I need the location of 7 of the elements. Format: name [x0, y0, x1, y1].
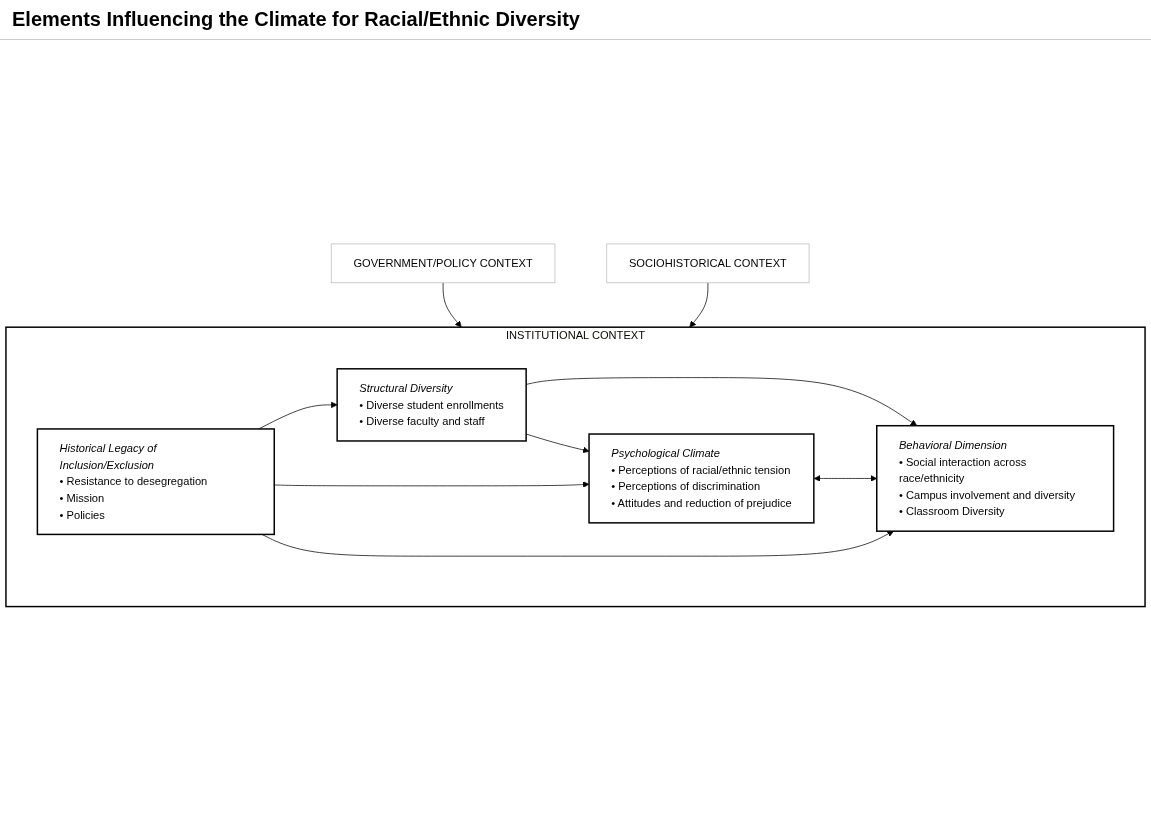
node-box: Psychological Climate • Perceptions of racial/ethnic tension • Perceptions of discrimination • Attitudes and reduction of prejudice: [588, 433, 815, 524]
node-box: SOCIOHISTORICAL CONTEXT: [606, 243, 810, 283]
node-box: Structural Diversity • Diverse student enrollments • Diverse faculty and staff: [336, 367, 527, 442]
node-box: Behavioral Dimension • Social interaction across race/ethnicity • Campus involvement and diversity • Classroom Diversity: [876, 424, 1115, 532]
node-box: Historical Legacy of Inclusion/Exclusion • Resistance to desegregation • Mission • Policies: [36, 427, 275, 535]
diagram-title: Elements Influencing the Climate for Racial/Ethnic Diversity: [0, 0, 1151, 40]
node-box: GOVERNMENT/POLICY CONTEXT: [330, 243, 556, 283]
